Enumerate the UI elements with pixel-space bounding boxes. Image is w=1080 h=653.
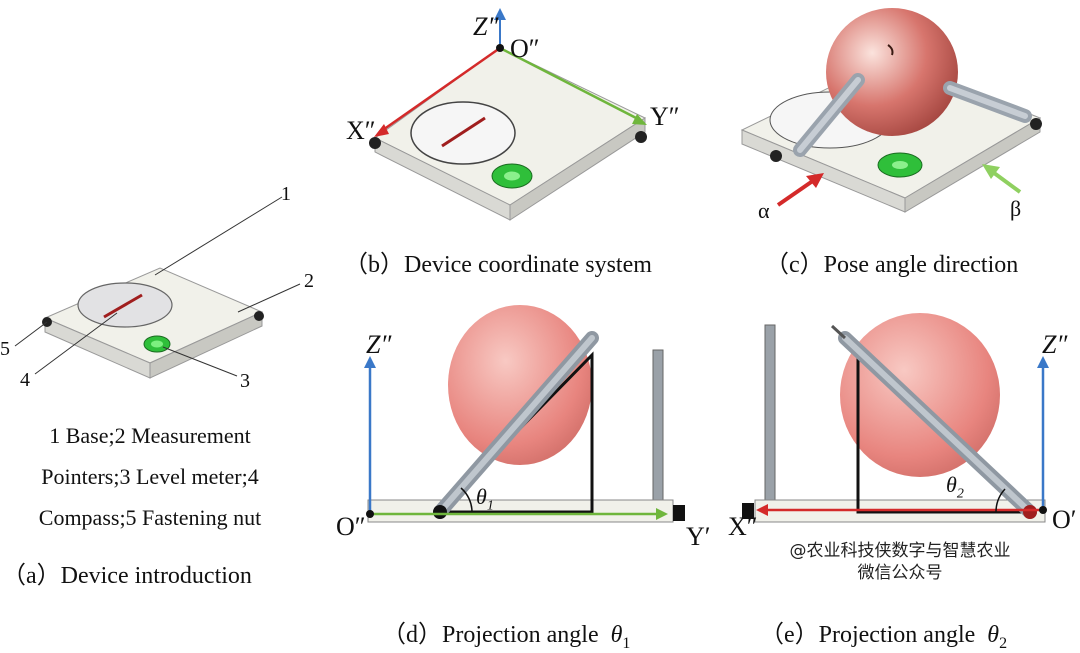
- callout-3: 3: [240, 370, 250, 392]
- projection-2-illustration: [742, 313, 1049, 523]
- caption-c: （c）Pose angle direction: [765, 252, 1019, 278]
- panel-pose-angle-direction: α β （c）Pose angle direction: [720, 0, 1080, 290]
- beta-arrow: [988, 168, 1022, 194]
- panel-projection-angle-2: Z″ O′ X″ θ2 （e）Projection angle θ2: [720, 300, 1080, 652]
- beta-label: β: [1010, 196, 1022, 221]
- z-axis-label: Z″: [366, 330, 392, 359]
- caption-b: （b）Device coordinate system: [344, 252, 652, 278]
- callout-2: 2: [304, 270, 314, 292]
- origin-label: O″: [336, 512, 366, 541]
- apple: [826, 8, 958, 136]
- legend-line: Pointers;3 Level meter;4: [41, 464, 259, 489]
- panel-device-coordinate-system: Z″ O″ X″ Y″ （b）Device coordinate system: [330, 0, 710, 290]
- callout-5: 5: [0, 338, 10, 360]
- angle-label: θ1: [476, 484, 494, 514]
- origin-label: O″: [510, 34, 540, 63]
- caption-d: （d）Projection angle θ1: [382, 622, 631, 652]
- y-axis-label: Y′: [686, 522, 711, 551]
- alpha-label: α: [758, 198, 770, 223]
- x-axis-label: X″: [346, 116, 376, 145]
- watermark-line: @农业科技侠数字与智慧农业: [789, 541, 1011, 561]
- z-axis-label: Z″: [1042, 330, 1068, 359]
- x-axis: [379, 46, 501, 134]
- pose-illustration: [740, 8, 1042, 213]
- caption-a: （a）Device introduction: [2, 563, 252, 589]
- z-axis-label: Z″: [473, 12, 499, 41]
- watermark-line: 微信公众号: [857, 563, 943, 583]
- angle-label: θ2: [946, 472, 964, 502]
- legend-line: 1 Base;2 Measurement: [49, 423, 251, 448]
- y-axis-label: Y″: [650, 102, 680, 131]
- watermark: @农业科技侠数字与智慧农业 微信公众号: [755, 540, 1045, 584]
- device-illustration: [14, 196, 301, 379]
- panel-projection-angle-1: Z″ O″ Y′ θ1 （d）Projection angle θ1: [330, 300, 711, 652]
- apple: [840, 313, 1000, 477]
- panel-device-introduction: 1 2 3 4 5 1 Base;2 Measurement Pointers;…: [0, 0, 330, 645]
- component-legend: 1 Base;2 Measurement Pointers;3 Level me…: [0, 415, 300, 538]
- legend-line: Compass;5 Fastening nut: [38, 505, 262, 530]
- coordinate-illustration: [369, 8, 647, 221]
- alpha-arrow: [776, 176, 819, 207]
- x-axis-label: X″: [728, 512, 758, 541]
- y-axis: [499, 46, 641, 122]
- apple: [448, 305, 592, 465]
- origin-label: O′: [1052, 505, 1077, 534]
- caption-e: （e）Projection angle θ2: [760, 622, 1008, 652]
- callout-1: 1: [281, 183, 291, 205]
- projection-1-illustration: [364, 305, 685, 523]
- callout-4: 4: [20, 369, 30, 391]
